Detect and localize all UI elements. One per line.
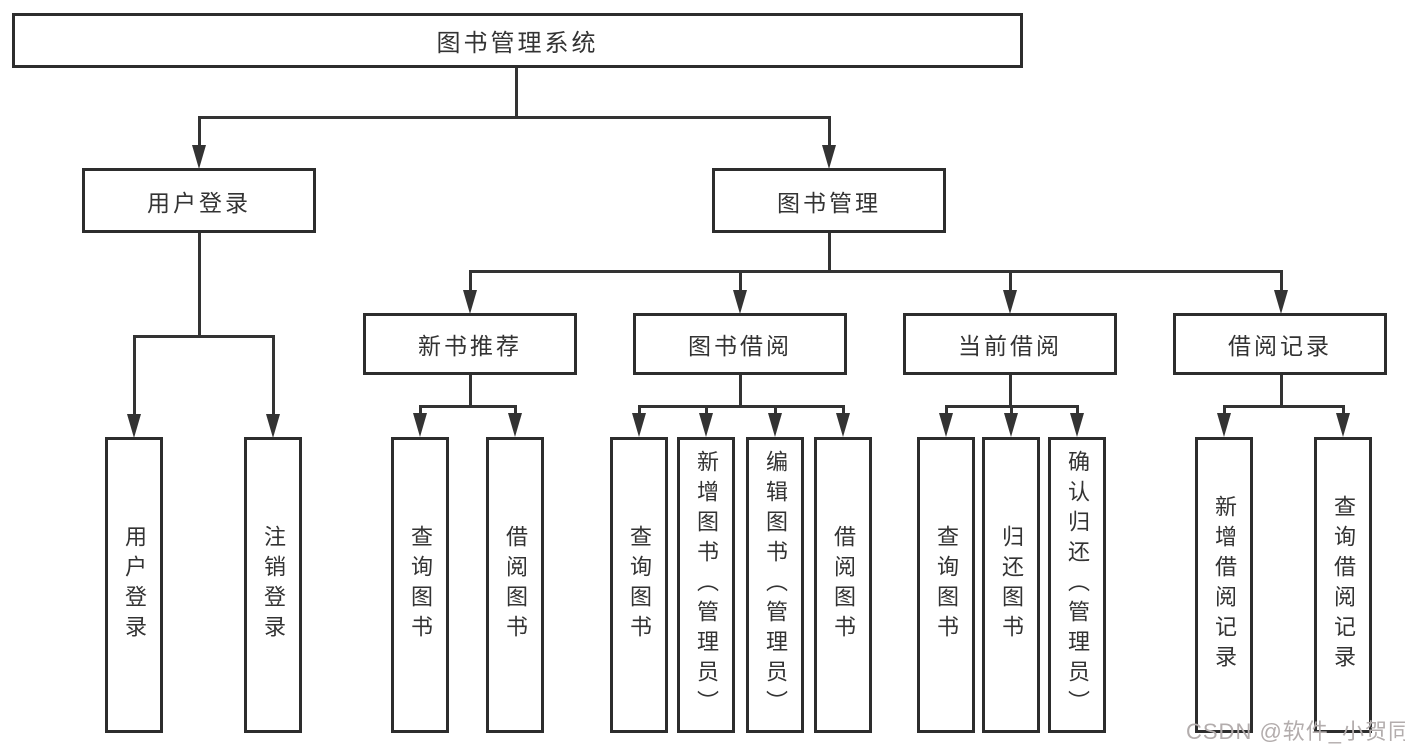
connector-line: [1280, 375, 1283, 408]
leaf-borrow-books: 借阅图书: [814, 437, 872, 733]
csdn-watermark: CSDN @软件_小贺同学: [1186, 719, 1405, 744]
arrow-down-icon: [266, 414, 280, 438]
arrow-down-icon: [768, 413, 782, 437]
arrow-down-icon: [1217, 413, 1231, 437]
node-library-management-system: 图书管理系统: [12, 13, 1023, 68]
connector-line: [1009, 270, 1012, 293]
node-label: 新书推荐: [418, 333, 522, 359]
node-label: 借阅记录: [1228, 333, 1332, 359]
connector-line: [272, 335, 275, 417]
leaf-query-borrow-record: 查询借阅记录: [1314, 437, 1372, 733]
arrow-down-icon: [192, 145, 206, 169]
arrow-down-icon: [733, 290, 747, 314]
node-new-book-recommendation: 新书推荐: [363, 313, 577, 375]
connector-line: [842, 405, 845, 417]
connector-line: [133, 335, 275, 338]
connector-line: [1342, 405, 1345, 417]
connector-line: [198, 116, 201, 148]
arrow-down-icon: [1070, 413, 1084, 437]
connector-line: [515, 68, 518, 118]
node-label: 图书借阅: [688, 333, 792, 359]
arrow-down-icon: [836, 413, 850, 437]
connector-line: [1280, 270, 1283, 293]
arrow-down-icon: [939, 413, 953, 437]
arrow-down-icon: [822, 145, 836, 169]
node-book-management: 图书管理: [712, 168, 946, 233]
connector-line: [774, 405, 777, 417]
arrow-down-icon: [632, 413, 646, 437]
leaf-user-login: 用户登录: [105, 437, 163, 733]
connector-line: [133, 335, 136, 417]
connector-line: [638, 405, 845, 408]
node-book-borrowing: 图书借阅: [633, 313, 847, 375]
connector-line: [419, 405, 422, 417]
connector-line: [828, 116, 831, 148]
leaf-add-borrow-record: 新增借阅记录: [1195, 437, 1253, 733]
connector-line: [514, 405, 517, 417]
connector-line: [1223, 405, 1345, 408]
arrow-down-icon: [463, 290, 477, 314]
node-current-borrowing: 当前借阅: [903, 313, 1117, 375]
arrow-down-icon: [413, 413, 427, 437]
connector-line: [469, 375, 472, 408]
connector-line: [739, 270, 742, 293]
leaf-return-books: 归还图书: [982, 437, 1040, 733]
leaf-query-books-newbook: 查询图书: [391, 437, 449, 733]
arrow-down-icon: [699, 413, 713, 437]
connector-line: [419, 405, 517, 408]
arrow-down-icon: [127, 414, 141, 438]
connector-line: [705, 405, 708, 417]
connector-line: [1010, 405, 1013, 417]
connector-line: [198, 233, 201, 337]
connector-line: [1223, 405, 1226, 417]
arrow-down-icon: [1003, 290, 1017, 314]
node-label: 图书管理系统: [436, 30, 599, 57]
connector-line: [198, 116, 830, 119]
node-label: 图书管理: [777, 189, 881, 216]
leaf-edit-books-admin: 编辑图书（管理员）: [746, 437, 804, 733]
connector-line: [739, 375, 742, 408]
node-user-login: 用户登录: [82, 168, 316, 233]
connector-line: [469, 270, 1283, 273]
connector-line: [638, 405, 641, 417]
node-label: 当前借阅: [958, 333, 1062, 359]
connector-line: [469, 270, 472, 293]
arrow-down-icon: [1004, 413, 1018, 437]
leaf-logout: 注销登录: [244, 437, 302, 733]
node-label: 用户登录: [147, 189, 251, 216]
leaf-borrow-books-newbook: 借阅图书: [486, 437, 544, 733]
arrow-down-icon: [1336, 413, 1350, 437]
connector-line: [1076, 405, 1079, 417]
leaf-query-books-current: 查询图书: [917, 437, 975, 733]
arrow-down-icon: [508, 413, 522, 437]
connector-line: [828, 233, 831, 273]
leaf-query-books-borrow: 查询图书: [610, 437, 668, 733]
arrow-down-icon: [1274, 290, 1288, 314]
node-borrowing-records: 借阅记录: [1173, 313, 1387, 375]
leaf-add-books-admin: 新增图书（管理员）: [677, 437, 735, 733]
connector-line: [1009, 375, 1012, 408]
leaf-confirm-return-admin: 确认归还（管理员）: [1048, 437, 1106, 733]
connector-line: [945, 405, 948, 417]
